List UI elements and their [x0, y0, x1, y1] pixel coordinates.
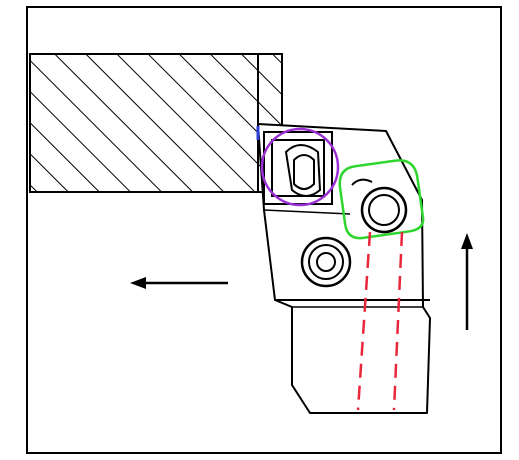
border-frame — [26, 6, 502, 454]
coolant-channels — [356, 231, 404, 411]
cutting-insert — [256, 126, 340, 207]
arrow-left-icon — [130, 277, 228, 289]
clamp-screw — [300, 236, 352, 288]
arrow-up-icon — [461, 233, 473, 330]
burnishing-roller — [338, 159, 425, 240]
